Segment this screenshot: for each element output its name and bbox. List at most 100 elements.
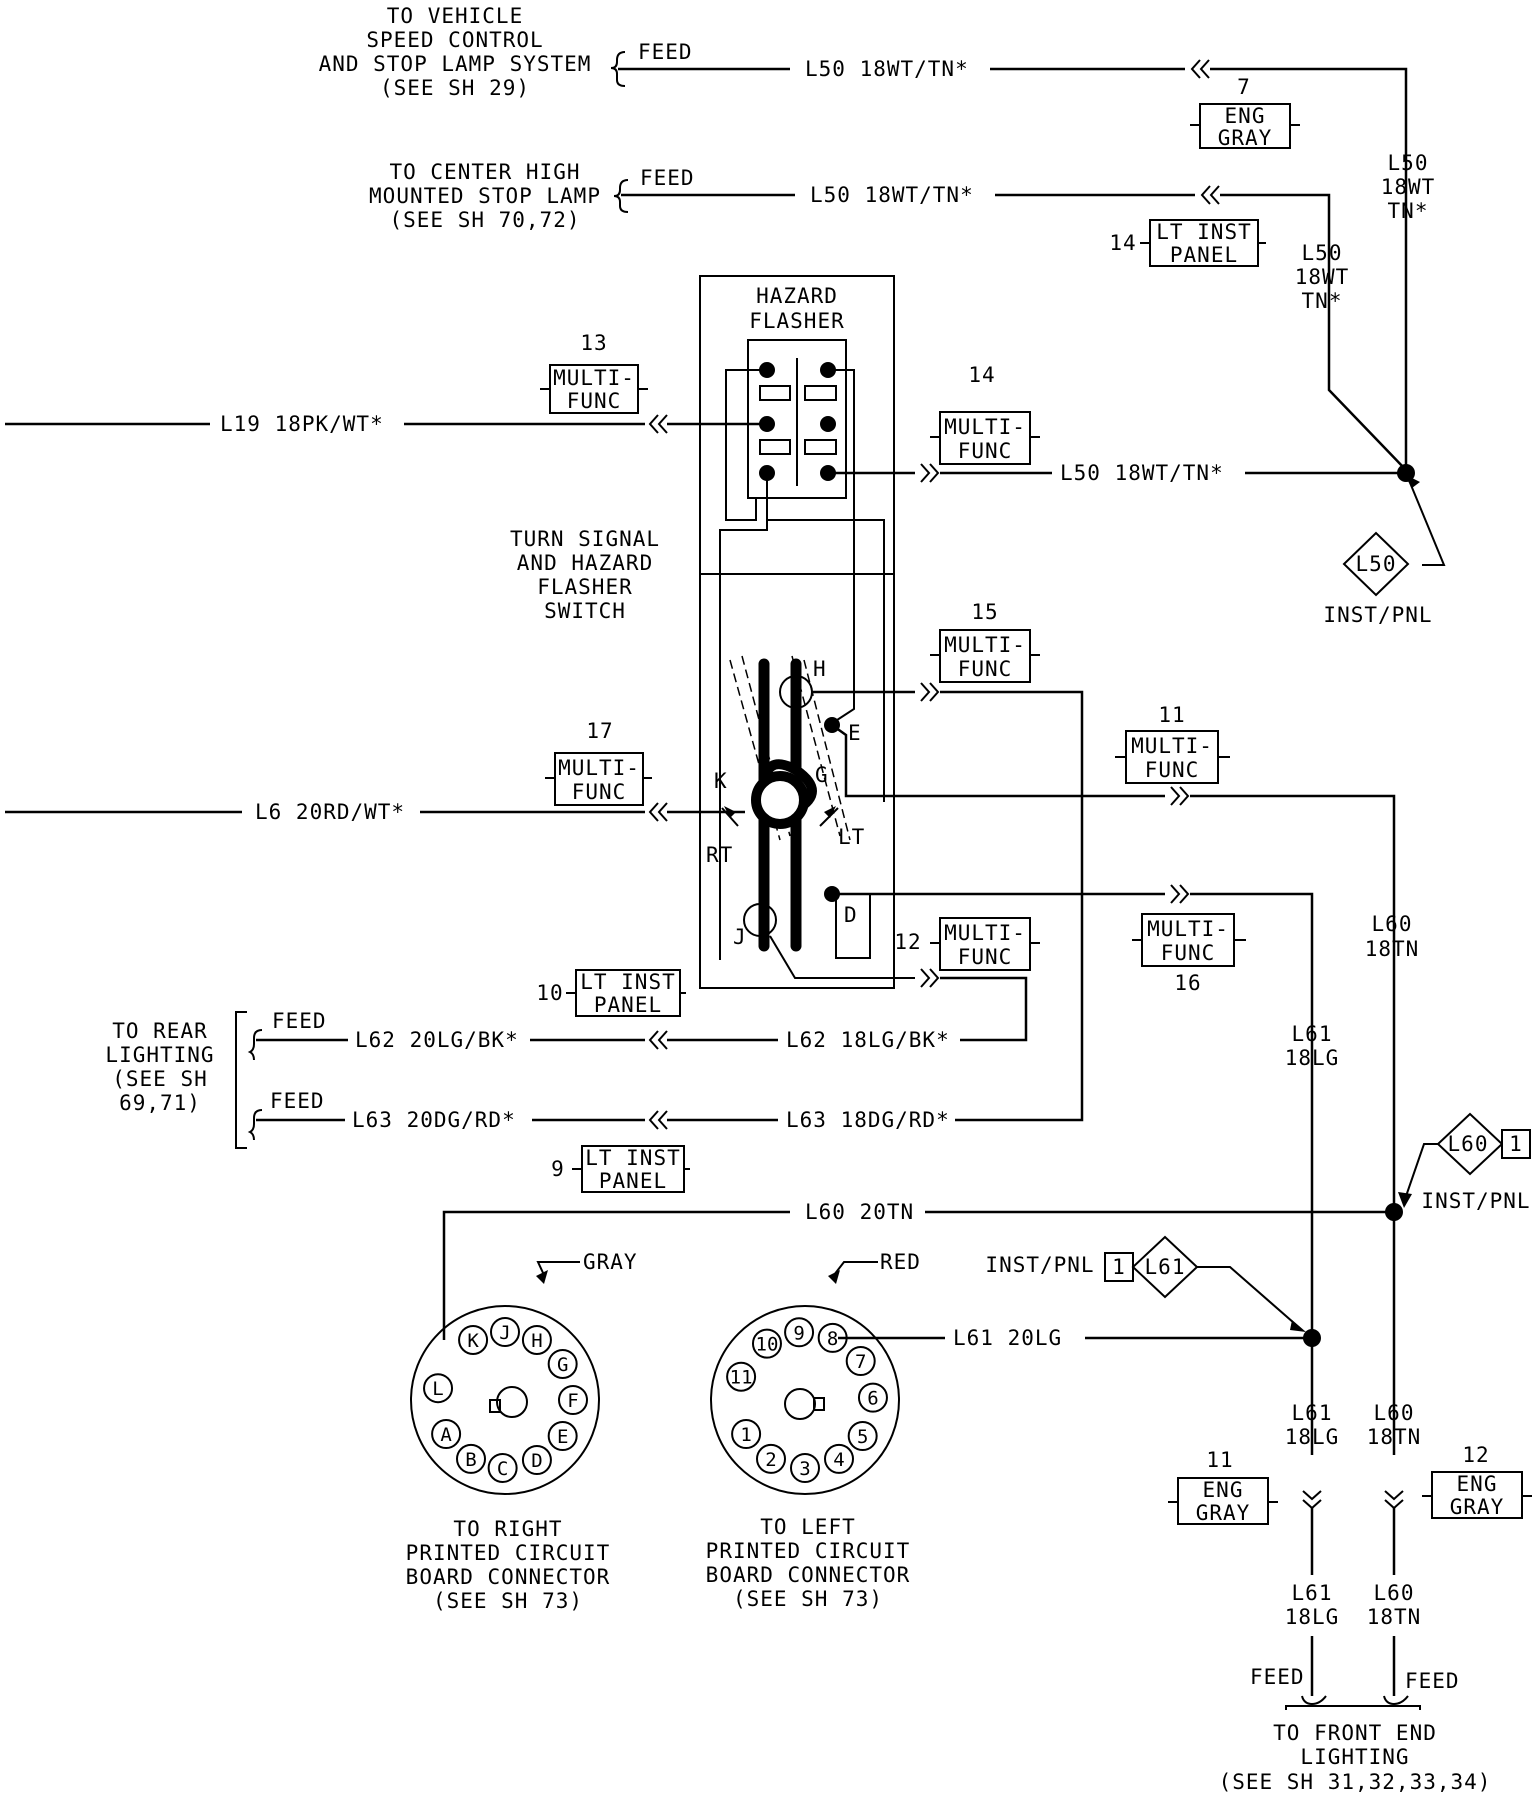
right-pcb-pin-d [521, 1445, 552, 1476]
svg-text:FLASHER: FLASHER [749, 309, 845, 333]
svg-text:69,71): 69,71) [119, 1091, 201, 1115]
svg-text:L61: L61 [1292, 1401, 1333, 1425]
svg-text:(SEE SH: (SEE SH [112, 1067, 208, 1091]
svg-text:TO FRONT END: TO FRONT END [1273, 1721, 1437, 1745]
wire-label-l60-low-a: L60 18TN [1367, 1401, 1421, 1449]
svg-text:PRINTED CIRCUIT: PRINTED CIRCUIT [406, 1541, 611, 1565]
svg-text:15: 15 [971, 600, 998, 624]
svg-text:18LG: 18LG [1285, 1046, 1340, 1070]
left-pcb-pin-9 [784, 1317, 815, 1348]
left-pcb-pin-label: 5 [857, 1426, 868, 1448]
right-pcb-pin-e [547, 1421, 578, 1452]
connector-14-lt-inst-panel: 14 LT INST PANEL [1109, 219, 1266, 267]
connector-14-multi-func: 14 MULTI- FUNC [930, 363, 1040, 465]
speed-control-label: TO VEHICLE SPEED CONTROL AND STOP LAMP S… [319, 4, 592, 100]
rear-lighting-label: TO REAR LIGHTING (SEE SH 69,71) [105, 1019, 213, 1115]
connector-11-eng-gray: 11 ENG GRAY [1168, 1448, 1278, 1525]
wire-label-l61-low-a: L61 18LG [1285, 1401, 1339, 1449]
svg-text:L50: L50 [1388, 151, 1429, 175]
left-pcb-pin-label: 1 [740, 1424, 751, 1446]
wire-l50-right [1210, 67, 1408, 470]
svg-text:LT INST: LT INST [1156, 220, 1252, 244]
svg-text:FUNC: FUNC [958, 439, 1013, 463]
svg-text:GRAY: GRAY [1218, 126, 1273, 150]
svg-text:LIGHTING: LIGHTING [1300, 1745, 1409, 1769]
svg-text:L60: L60 [1374, 1401, 1415, 1425]
svg-text:(SEE SH 73): (SEE SH 73) [733, 1587, 883, 1611]
left-pcb-pin-label: 9 [793, 1322, 804, 1344]
svg-text:9: 9 [551, 1157, 565, 1181]
pin-label-h: H [813, 657, 827, 681]
svg-text:17: 17 [586, 719, 613, 743]
speed-control-brace [610, 51, 626, 87]
connector-13-multi-func: 13 MULTI- FUNC [540, 331, 648, 414]
right-pcb-pin-label: K [467, 1330, 479, 1352]
svg-text:GRAY: GRAY [1450, 1495, 1505, 1519]
svg-text:18WT: 18WT [1381, 175, 1436, 199]
left-pcb-pin-5 [847, 1421, 878, 1452]
connector-7-eng-gray: 7 ENG GRAY [1190, 75, 1300, 150]
svg-text:14: 14 [1109, 231, 1136, 255]
right-pcb-pin-l [423, 1373, 454, 1404]
left-pcb-pin-label: 10 [756, 1334, 779, 1356]
right-pcb-pin-label: D [531, 1450, 542, 1472]
left-pcb-pin-label: 2 [765, 1449, 776, 1471]
right-pcb-pin-k [458, 1324, 489, 1355]
switch-label: TURN SIGNAL AND HAZARD FLASHER SWITCH [510, 527, 660, 623]
right-pcb-pin-label: B [465, 1449, 476, 1471]
svg-text:AND STOP LAMP SYSTEM: AND STOP LAMP SYSTEM [319, 52, 592, 76]
right-pcb-pin-a [431, 1419, 462, 1449]
svg-text:16: 16 [1174, 971, 1201, 995]
svg-text:ENG: ENG [1203, 1478, 1244, 1502]
hazard-flasher-label: HAZARD FLASHER [749, 284, 845, 333]
svg-text:L60: L60 [1448, 1132, 1489, 1156]
chmsl-label: TO CENTER HIGH MOUNTED STOP LAMP (SEE SH… [369, 160, 600, 232]
svg-text:PANEL: PANEL [599, 1169, 667, 1193]
left-pcb-pin-label: 4 [833, 1449, 844, 1471]
wire-label-l50-flasher: L50 18WT/TN* [1060, 461, 1224, 485]
wire-label-l62-right: L62 18LG/BK* [786, 1028, 950, 1052]
left-pcb-label: TO LEFT PRINTED CIRCUIT BOARD CONNECTOR … [706, 1515, 910, 1611]
right-pcb-pin-label: A [440, 1424, 452, 1446]
turn-signal-switch-contacts [721, 655, 851, 952]
svg-text:13: 13 [580, 331, 607, 355]
right-pcb-pin-label: E [557, 1426, 568, 1448]
left-pcb-pin-4 [824, 1443, 854, 1474]
svg-text:18TN: 18TN [1367, 1605, 1422, 1629]
svg-text:MULTI-: MULTI- [553, 366, 635, 390]
wire-label-l50-top: L50 18WT/TN* [805, 57, 969, 81]
splice-l50-inst-pnl: L50 INST/PNL [1323, 472, 1446, 627]
svg-text:L50: L50 [1356, 552, 1397, 576]
svg-text:INST/PNL: INST/PNL [1323, 603, 1432, 627]
switch-outline [699, 275, 895, 989]
svg-text:SPEED CONTROL: SPEED CONTROL [366, 28, 543, 52]
svg-text:(SEE SH 73): (SEE SH 73) [433, 1589, 583, 1613]
wire-label-l63-left: L63 20DG/RD* [352, 1108, 516, 1132]
connector-11-multi-func: 11 MULTI- FUNC [1115, 703, 1230, 784]
svg-text:TURN SIGNAL: TURN SIGNAL [510, 527, 660, 551]
svg-text:18WT: 18WT [1295, 265, 1350, 289]
svg-text:TO RIGHT: TO RIGHT [453, 1517, 562, 1541]
svg-text:11: 11 [1158, 703, 1185, 727]
connector-10-lt-inst-panel: 10 LT INST PANEL [536, 969, 686, 1017]
svg-text:(SEE SH 29): (SEE SH 29) [380, 76, 530, 100]
right-pcb-pin-label: G [557, 1354, 568, 1376]
svg-text:(SEE SH 31,32,33,34): (SEE SH 31,32,33,34) [1219, 1770, 1492, 1794]
right-pcb-pin-f [558, 1385, 588, 1415]
svg-text:MULTI-: MULTI- [944, 633, 1026, 657]
left-pcb-pin-3 [790, 1453, 820, 1483]
svg-text:(SEE SH 70,72): (SEE SH 70,72) [389, 208, 580, 232]
wire-label-l61-vert: L61 18LG [1285, 1022, 1340, 1070]
right-pcb-pin-j [490, 1317, 520, 1347]
svg-text:TN*: TN* [1388, 199, 1429, 223]
pin-label-g: G [815, 763, 829, 787]
feed-label: FEED [638, 40, 693, 64]
svg-text:FUNC: FUNC [1145, 758, 1200, 782]
svg-text:ENG: ENG [1457, 1472, 1498, 1496]
svg-text:AND HAZARD: AND HAZARD [517, 551, 653, 575]
left-pcb-pin-2 [756, 1443, 786, 1474]
svg-text:LT INST: LT INST [580, 970, 676, 994]
right-pcb-pin-label: J [499, 1322, 510, 1344]
connector-16-multi-func: MULTI- FUNC 16 [1132, 913, 1246, 995]
